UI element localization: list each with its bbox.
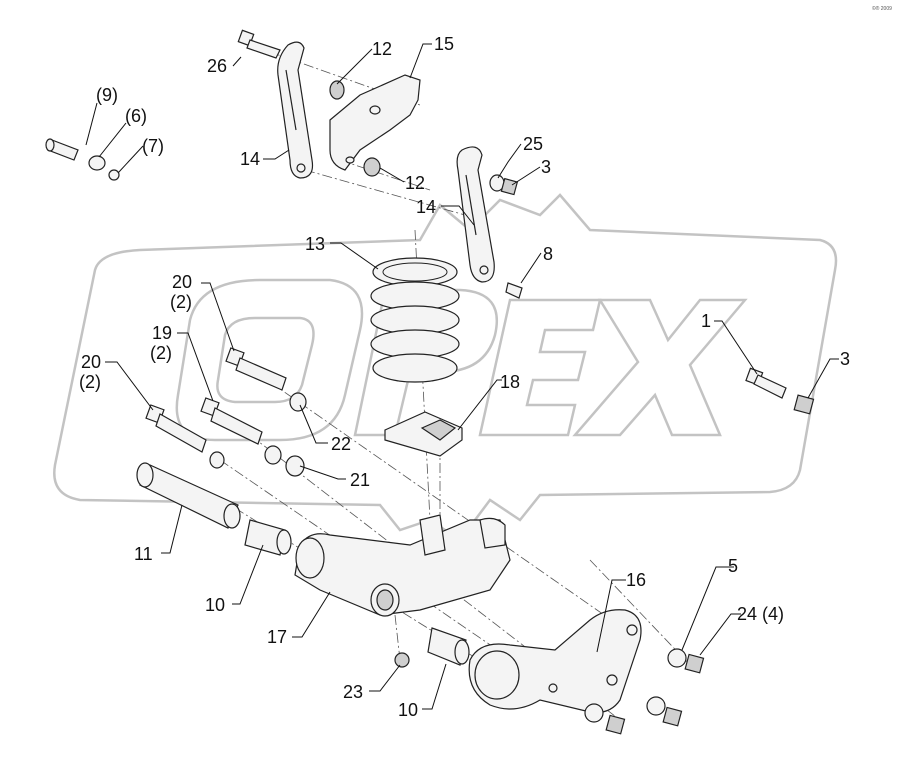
- bracket-part-16: [468, 609, 642, 714]
- plate-part-15: [329, 74, 421, 171]
- label-26: 26: [207, 56, 227, 76]
- label-11: 11: [134, 544, 153, 564]
- washer-part-22-a: [289, 392, 307, 412]
- bushing-part-10-upper: [244, 519, 292, 556]
- bushing-part-12-lower: [363, 157, 381, 177]
- pin-part-8: [505, 282, 523, 299]
- label-16: 16: [626, 570, 646, 590]
- label-9: (9): [96, 85, 118, 105]
- axle-body-part-17: [294, 514, 511, 617]
- label-12-lower: 12: [405, 173, 425, 193]
- label-5: 5: [728, 556, 738, 576]
- label-15: 15: [434, 34, 454, 54]
- label-19-qty: (2): [150, 343, 172, 363]
- label-24: 24 (4): [737, 604, 784, 624]
- nut-part-24-b: [662, 706, 683, 727]
- tube-part-11: [136, 462, 241, 529]
- bolt-part-26: [237, 29, 281, 59]
- label-14-right: 14: [416, 197, 436, 217]
- arm-part-14-left: [277, 41, 314, 179]
- nut-part-3-right: [793, 394, 815, 415]
- washer-part-22-b: [264, 445, 282, 465]
- nut-part-3-top: [500, 177, 519, 196]
- washer-part-5-a: [667, 648, 687, 668]
- bolt-part-19: [200, 397, 263, 445]
- opex-watermark: [53, 193, 838, 542]
- label-8: 8: [543, 244, 553, 264]
- label-14-left: 14: [240, 149, 260, 169]
- label-22: 22: [331, 434, 351, 454]
- label-13: 13: [305, 234, 325, 254]
- bushing-part-10-lower: [427, 627, 470, 666]
- label-12-top: 12: [372, 39, 392, 59]
- nut-part-24-c: [605, 714, 626, 735]
- spring-seat-part-18: [384, 411, 463, 457]
- spring-part-13: [370, 257, 460, 383]
- bolt-part-1: [745, 367, 787, 399]
- label-20-lower-qty: (2): [79, 372, 101, 392]
- bolt-part-20-upper: [225, 347, 287, 391]
- leader-lines: [85, 43, 839, 710]
- label-20-lower: 20: [81, 352, 101, 372]
- bolt-part-20-lower: [145, 404, 207, 453]
- corner-mark: ©® 2009: [872, 5, 892, 12]
- pin-part-23: [394, 652, 410, 668]
- washer-part-5-b: [646, 696, 666, 716]
- callout-labels: 26 12 15 (9) (6) (7) 14 12 25 3 14 13 8 …: [79, 5, 892, 720]
- label-23: 23: [343, 682, 363, 702]
- pin-part-9: [45, 138, 79, 161]
- label-1: 1: [701, 311, 711, 331]
- label-19: 19: [152, 323, 172, 343]
- label-3-top: 3: [541, 157, 551, 177]
- washer-part-21-b: [209, 451, 225, 469]
- washer-part-21: [285, 455, 305, 477]
- label-7: (7): [142, 136, 164, 156]
- label-25: 25: [523, 134, 543, 154]
- label-20-upper: 20: [172, 272, 192, 292]
- label-6: (6): [125, 106, 147, 126]
- label-10-upper: 10: [205, 595, 225, 615]
- bushing-part-12-top: [329, 80, 345, 100]
- clip-part-7: [108, 169, 120, 181]
- label-10-lower: 10: [398, 700, 418, 720]
- label-20-upper-qty: (2): [170, 292, 192, 312]
- label-21: 21: [350, 470, 370, 490]
- label-3-right: 3: [840, 349, 850, 369]
- washer-part-5-c: [584, 703, 604, 723]
- label-18: 18: [500, 372, 520, 392]
- washer-part-6: [88, 155, 106, 171]
- label-17: 17: [267, 627, 287, 647]
- nut-part-24-a: [684, 653, 705, 674]
